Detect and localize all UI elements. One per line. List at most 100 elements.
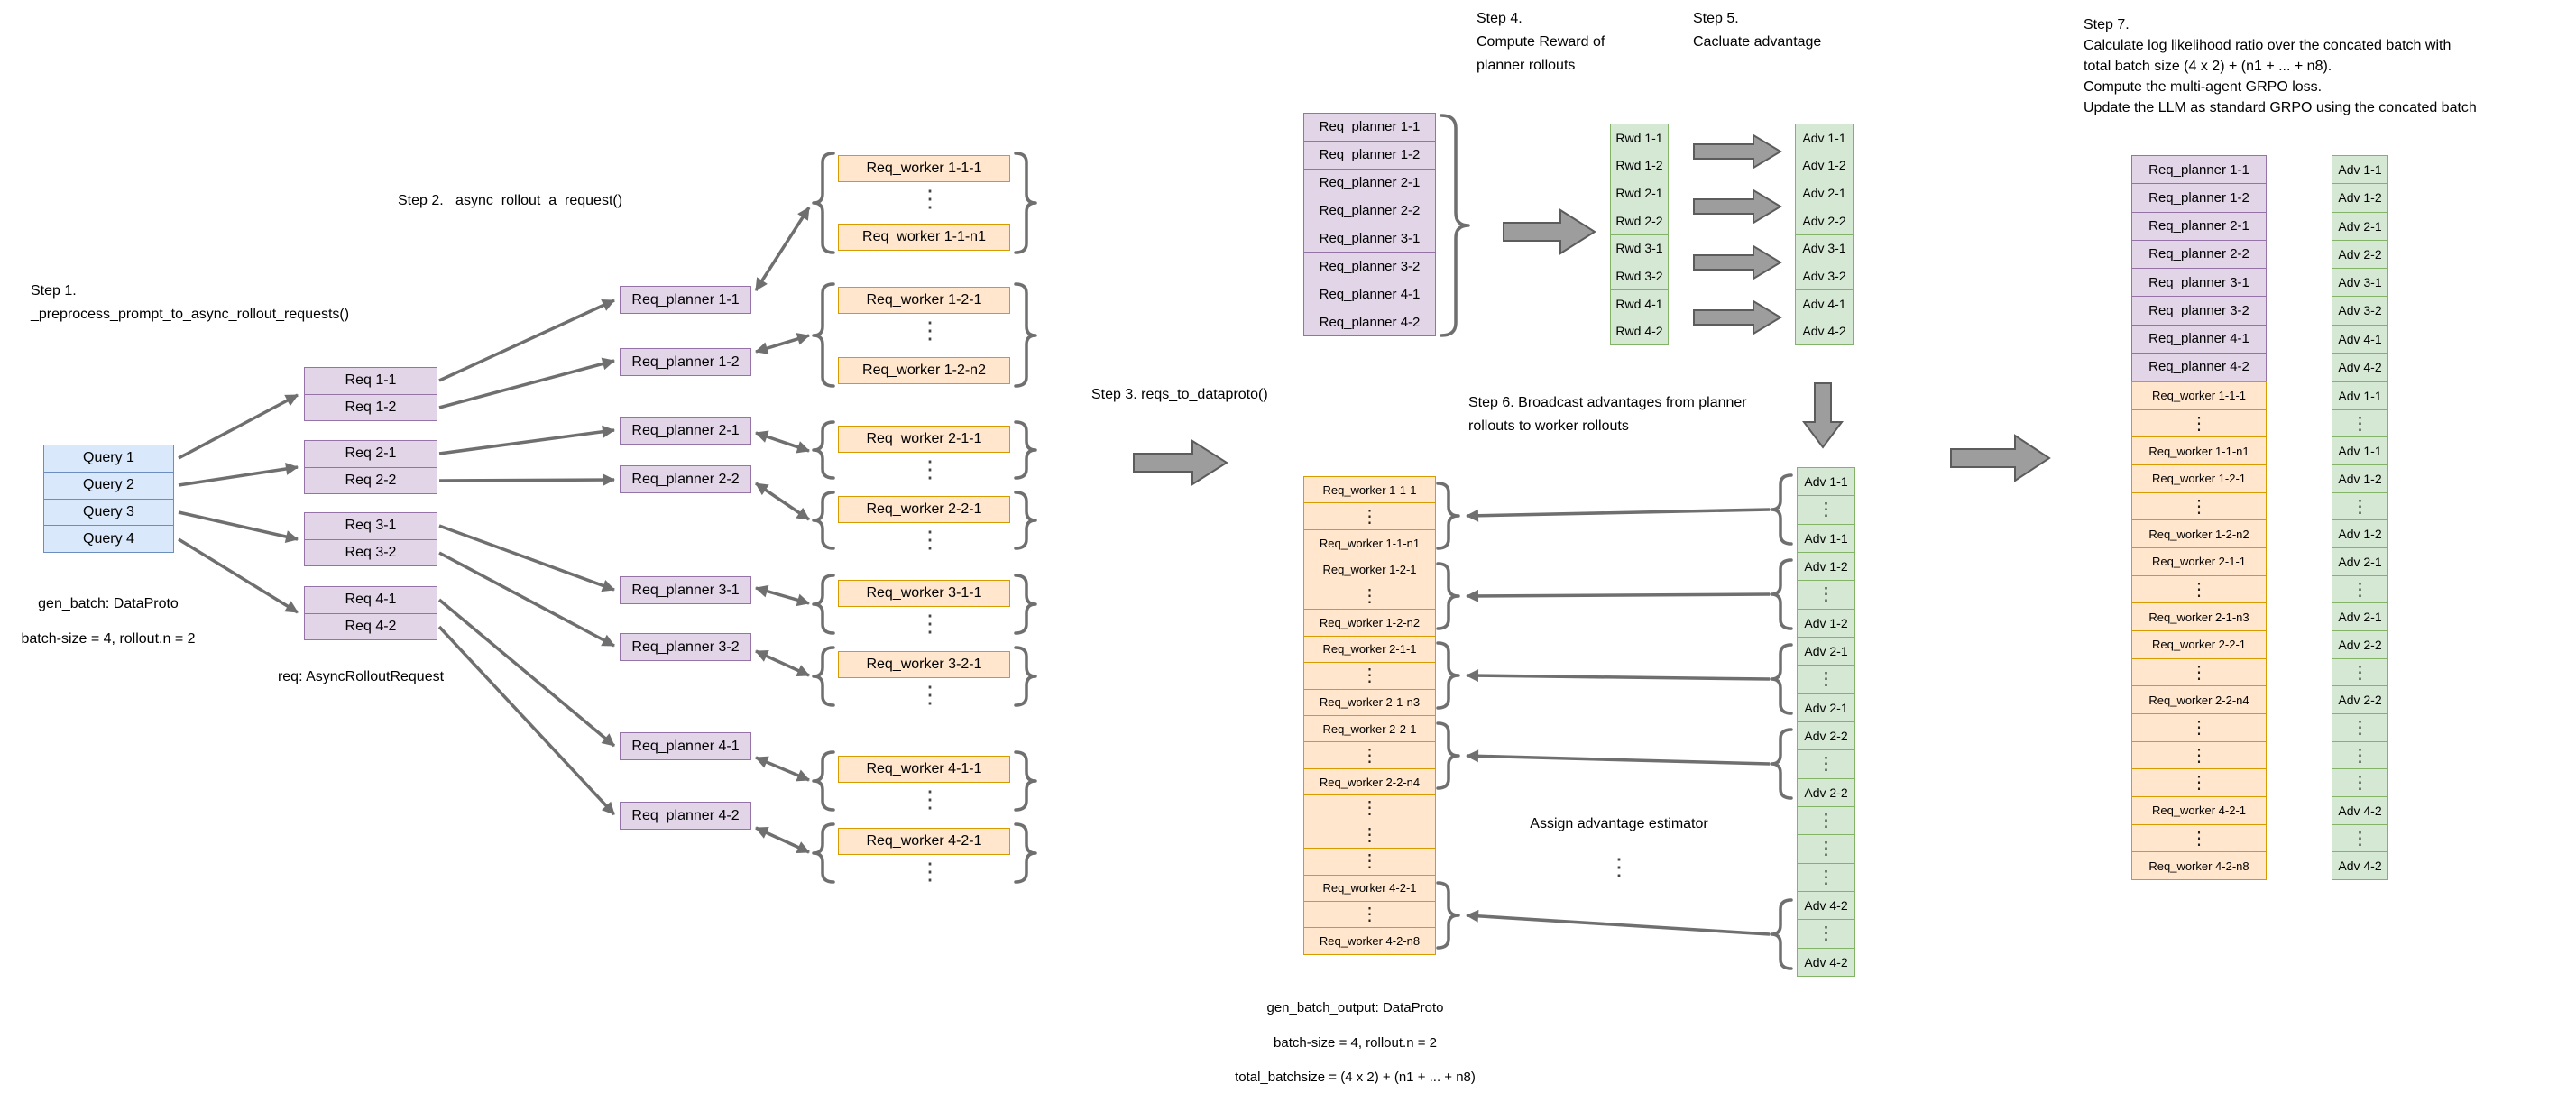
table-row: ⋮ — [2332, 740, 2388, 769]
table-row: Adv 1-1 — [1797, 467, 1855, 496]
table-row: Adv 2-2 — [1795, 206, 1854, 234]
query-row: Query 1 — [43, 445, 174, 472]
table-row: Adv 2-2 — [2332, 630, 2388, 658]
table-row: Adv 1-2 — [1795, 151, 1854, 179]
step3-big-arrow — [1133, 439, 1228, 486]
gen-batch-label: gen_batch: DataProto — [38, 596, 179, 611]
table-row: Adv 1-2 — [2332, 519, 2388, 548]
table-row: Rwd 3-1 — [1610, 234, 1669, 262]
step7-line4: Compute the multi-agent GRPO loss. — [2084, 79, 2323, 95]
table-row: ⋮ — [1797, 665, 1855, 693]
table-row: Rwd 4-1 — [1610, 289, 1669, 317]
table-row: Adv 1-1 — [1797, 523, 1855, 552]
table-row: ⋮ — [1303, 582, 1436, 610]
table-row: Adv 3-1 — [2332, 268, 2388, 297]
table-row: Req_planner 4-2 — [1303, 308, 1436, 336]
rwd-to-adv-arrow-1 — [1693, 133, 1782, 170]
step4-label: Step 4. Compute Reward of planner rollou… — [1477, 7, 1605, 78]
table-row: Adv 1-1 — [2332, 436, 2388, 465]
query-row: Query 3 — [43, 498, 174, 526]
table-row: ⋮ — [2131, 823, 2267, 852]
table-row: ⋮ — [1303, 901, 1436, 928]
table-row: Req_worker 4-2-1 — [1303, 874, 1436, 901]
table-row: ⋮ — [2131, 574, 2267, 603]
adv-down-arrow — [1802, 382, 1844, 449]
table-row: ⋮ — [1797, 495, 1855, 524]
table-row: Adv 4-1 — [2332, 324, 2388, 353]
planner-box: Req_planner 3-2 — [620, 633, 751, 661]
table-row: ⋮ — [2131, 491, 2267, 520]
table-row: Req_worker 2-1-n3 — [1303, 688, 1436, 715]
table-row: Adv 4-2 — [1797, 947, 1855, 977]
planner-box: Req_planner 3-1 — [620, 576, 751, 604]
table-row: Rwd 1-2 — [1610, 151, 1669, 179]
table-row: ⋮ — [1797, 580, 1855, 609]
table-row: ⋮ — [2131, 409, 2267, 437]
worker-box: Req_worker 3-1-1 — [838, 580, 1010, 607]
table-row: Req_planner 3-2 — [2131, 296, 2267, 325]
table-row: Adv 1-2 — [1797, 551, 1855, 581]
table-row: Req_planner 4-1 — [2131, 324, 2267, 353]
ellipsis: ⋮ — [918, 185, 942, 212]
table-row: Req_planner 2-2 — [2131, 239, 2267, 268]
worker-box: Req_worker 1-1-n1 — [838, 224, 1010, 251]
table-row: Adv 1-1 — [2332, 155, 2388, 184]
table-row: ⋮ — [2332, 657, 2388, 686]
table-row: Adv 4-2 — [1795, 317, 1854, 345]
table-row: Req_worker 1-1-1 — [1303, 476, 1436, 503]
req-pair-3: Req 3-1 Req 3-2 — [304, 512, 437, 566]
worker-box: Req_worker 4-2-1 — [838, 828, 1010, 855]
step5-line1: Step 5. — [1693, 11, 1739, 26]
table-row: ⋮ — [1797, 805, 1855, 835]
step7-line2: Calculate log likelihood ratio over the … — [2084, 38, 2452, 53]
table-row: Adv 2-2 — [1797, 777, 1855, 806]
step7-line1: Step 7. — [2084, 17, 2130, 32]
table-row: Adv 2-1 — [2332, 602, 2388, 631]
table-row: Req 1-1 — [304, 367, 437, 394]
step6-label: Step 6. Broadcast advantages from planne… — [1468, 391, 1747, 438]
table-row: Req_worker 1-1-n1 — [1303, 528, 1436, 556]
table-row: Req_worker 1-1-1 — [2131, 381, 2267, 409]
table-row: ⋮ — [2332, 409, 2388, 437]
table-row: Req_worker 2-2-1 — [2131, 630, 2267, 658]
table-row: ⋮ — [2332, 823, 2388, 852]
table-row: ⋮ — [1303, 662, 1436, 689]
planner-box: Req_planner 4-2 — [620, 802, 751, 830]
table-row: ⋮ — [1797, 749, 1855, 778]
table-row: ⋮ — [1797, 919, 1855, 948]
assign-advantage-label: Assign advantage estimator — [1530, 816, 1708, 831]
ellipsis: ⋮ — [918, 317, 942, 344]
table-row: Req 3-2 — [304, 538, 437, 566]
table-row: Req_worker 1-2-n2 — [2131, 519, 2267, 548]
step7-line3: total batch size (4 x 2) + (n1 + ... + n… — [2084, 59, 2332, 74]
table-row: Adv 2-2 — [2332, 239, 2388, 268]
table-row: Req_worker 2-2-1 — [1303, 714, 1436, 742]
table-row: Req_worker 1-2-n2 — [1303, 609, 1436, 636]
table-row: Adv 4-2 — [1797, 890, 1855, 920]
table-row: Adv 4-1 — [1795, 289, 1854, 317]
table-row: Req_worker 2-1-n3 — [2131, 602, 2267, 631]
table-row: ⋮ — [1797, 834, 1855, 863]
table-row: ⋮ — [1303, 741, 1436, 768]
gen-batch-output-label: gen_batch_output: DataProto — [1266, 1000, 1444, 1015]
rwd-to-adv-arrow-2 — [1693, 188, 1782, 225]
table-row: Rwd 1-1 — [1610, 124, 1669, 152]
req-pair-4: Req 4-1 Req 4-2 — [304, 586, 437, 640]
table-row: ⋮ — [2332, 574, 2388, 603]
batch-size-label: batch-size = 4, rollout.n = 2 — [21, 631, 196, 647]
planner-box: Req_planner 4-1 — [620, 732, 751, 760]
req-type-label: req: AsyncRolloutRequest — [277, 669, 445, 684]
worker-box: Req_worker 1-2-1 — [838, 287, 1010, 314]
table-row: Req_worker 4-2-n8 — [2131, 851, 2267, 881]
table-row: ⋮ — [2131, 768, 2267, 797]
table-row: Req 3-1 — [304, 512, 437, 539]
table-row: Adv 1-1 — [2332, 381, 2388, 409]
table-row: Adv 1-2 — [2332, 183, 2388, 212]
table-row: Req_worker 1-2-1 — [2131, 464, 2267, 492]
